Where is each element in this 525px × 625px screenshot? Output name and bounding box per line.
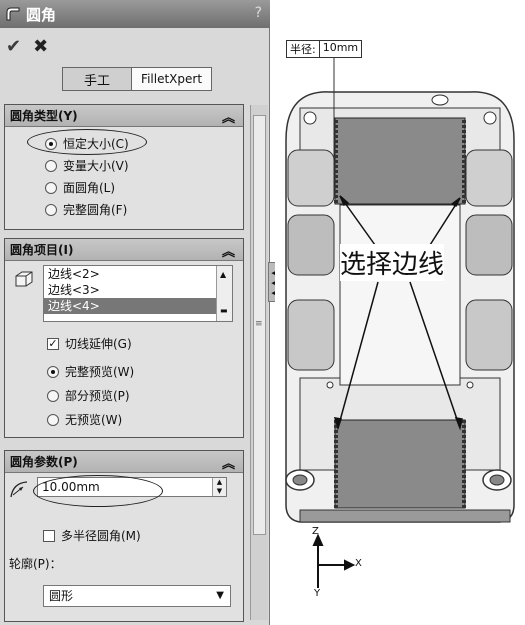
multi-radius-checkbox[interactable]: 多半径圆角(M): [43, 527, 141, 544]
radio-full-preview[interactable]: 完整预览(W): [47, 363, 134, 380]
list-item[interactable]: 边线<4>: [44, 298, 232, 314]
scroll-down-icon[interactable]: ▬: [220, 306, 228, 315]
fillet-type-title: 圆角类型(Y): [10, 109, 78, 123]
panel-title: 圆角: [26, 5, 57, 24]
radio-partial-preview[interactable]: 部分预览(P): [47, 387, 130, 404]
chevron-down-icon: ▼: [216, 590, 224, 601]
radio-variable-size[interactable]: 变量大小(V): [45, 157, 129, 174]
radio-face-fillet[interactable]: 面圆角(L): [45, 179, 115, 196]
list-item[interactable]: 边线<2>: [48, 267, 100, 281]
panel-titlebar: 圆角 ?: [0, 0, 270, 28]
radio-full-round[interactable]: 完整圆角(F): [45, 201, 127, 218]
tab-manual[interactable]: 手工: [63, 68, 133, 90]
fillet-items-group: 圆角项目(I) ︽ 边线<2> 边线<3> 边线<4> ▲ ▬ ✓切线延伸(G)…: [4, 238, 244, 438]
panel-scrollbar[interactable]: ≡: [250, 105, 268, 620]
fillet-items-header[interactable]: 圆角项目(I) ︽: [5, 239, 243, 261]
collapse-chevron-icon[interactable]: ︽: [221, 111, 235, 126]
cancel-button[interactable]: ✖: [33, 36, 49, 57]
help-button[interactable]: ?: [254, 5, 262, 21]
axis-label-y: Y: [314, 588, 321, 599]
scroll-thumb[interactable]: [253, 115, 266, 535]
scroll-up-icon[interactable]: ▲: [220, 270, 227, 279]
tangent-propagation-checkbox[interactable]: ✓切线延伸(G): [47, 336, 132, 351]
collapse-chevron-icon[interactable]: ︽: [221, 245, 235, 260]
property-manager: 圆角 ? ✔ ✖ 手工 FilletXpert 圆角类型(Y) ︽ 恒定大小(C…: [0, 0, 270, 625]
model-view: [285, 49, 515, 588]
axis-label-z: Z: [312, 526, 319, 537]
highlight-ellipse: [27, 129, 147, 155]
ok-button[interactable]: ✔: [6, 36, 22, 57]
list-item[interactable]: 边线<3>: [48, 283, 100, 297]
profile-label: 轮廓(P)：: [9, 557, 62, 571]
radius-dimension-label[interactable]: 半径: 10mm: [286, 40, 363, 58]
collapse-chevron-icon[interactable]: ︽: [221, 457, 235, 472]
fillet-params-group: 圆角参数(P) ︽ 10.00mm ▲▼ 多半径圆角(M) 轮廓(P)： 圆形 …: [4, 450, 244, 622]
fillet-icon: [6, 7, 20, 21]
edge-list[interactable]: 边线<2> 边线<3> 边线<4> ▲ ▬: [43, 265, 233, 322]
fillet-type-header[interactable]: 圆角类型(Y) ︽: [5, 105, 243, 127]
fillet-params-header[interactable]: 圆角参数(P) ︽: [5, 451, 243, 473]
edge-selection-icon: [15, 271, 33, 287]
radio-constant-size[interactable]: 恒定大小(C): [45, 135, 129, 152]
radius-icon: [10, 481, 28, 498]
axis-label-x: X: [355, 558, 362, 569]
tab-filletxpert[interactable]: FilletXpert: [132, 68, 211, 90]
fillet-items-title: 圆角项目(I): [10, 243, 74, 257]
radius-stepper[interactable]: ▲▼: [212, 478, 226, 496]
fillet-params-title: 圆角参数(P): [10, 455, 78, 469]
select-edges-callout: 选择边线: [340, 244, 445, 281]
profile-dropdown[interactable]: 圆形 ▼: [43, 585, 231, 607]
highlight-ellipse: [33, 475, 163, 507]
fillet-type-group: 圆角类型(Y) ︽ 恒定大小(C) 变量大小(V) 面圆角(L) 完整圆角(F): [4, 104, 244, 230]
grip-icon: ≡: [255, 319, 263, 329]
radio-no-preview[interactable]: 无预览(W): [47, 411, 122, 428]
mode-selector: 手工 FilletXpert: [62, 67, 212, 91]
list-scrollbar[interactable]: ▲ ▬: [216, 266, 232, 321]
